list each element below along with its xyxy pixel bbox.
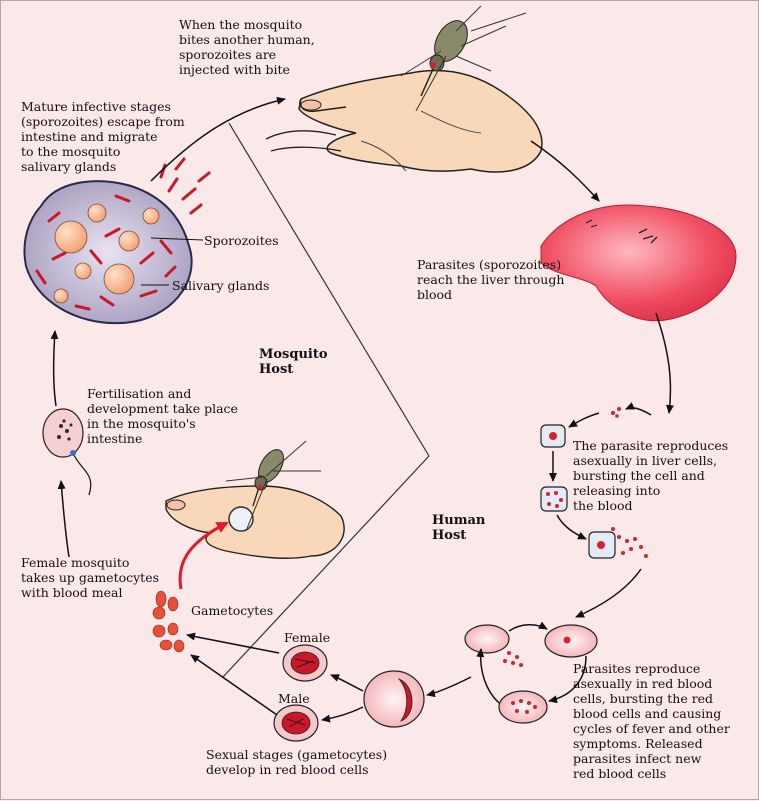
- rbc-cycle-cells: [273, 624, 598, 742]
- ookinete-illustration: [42, 408, 92, 496]
- gametocytes-label: Gametocytes: [191, 603, 274, 618]
- female-label: Female: [284, 630, 331, 645]
- host-divider-lines: [222, 122, 430, 678]
- male-label: Male: [278, 691, 310, 706]
- fertilisation-label: Fertilisation and development take place…: [87, 386, 238, 446]
- salivary-glands-label: Salivary glands: [172, 278, 270, 293]
- liver-illustration: [540, 204, 737, 322]
- sporozoites-label: Sporozoites: [204, 233, 279, 248]
- sexual-stages-label: Sexual stages (gametocytes) develop in r…: [206, 747, 388, 777]
- liver-cell-stages: [540, 407, 648, 559]
- bottom-hand-mosquito-illustration: [165, 440, 345, 559]
- female-mosquito-label: Female mosquito takes up gametocytes wit…: [21, 555, 160, 600]
- escaping-sporozoites: [159, 157, 211, 215]
- mosquito-host-label: Mosquito Host: [259, 347, 328, 377]
- top-hand-mosquito-illustration: [265, 5, 543, 173]
- rbc-reproduce-label: Parasites reproduce asexually in red blo…: [573, 661, 730, 781]
- blood-meal-arrow: [178, 521, 229, 590]
- escape-label: Mature infective stages (sporozoites) es…: [21, 99, 185, 174]
- salivary-gland-illustration: [23, 157, 211, 325]
- liver-reproduce-label: The parasite reproduces asexually in liv…: [573, 438, 729, 513]
- cycle-arrows: [50, 96, 674, 723]
- bite-label: When the mosquito bites another human, s…: [179, 17, 315, 77]
- liver-label: Parasites (sporozoites) reach the liver …: [417, 257, 565, 302]
- human-host-label: Human Host: [432, 513, 486, 543]
- gametocyte-cluster: [152, 590, 185, 653]
